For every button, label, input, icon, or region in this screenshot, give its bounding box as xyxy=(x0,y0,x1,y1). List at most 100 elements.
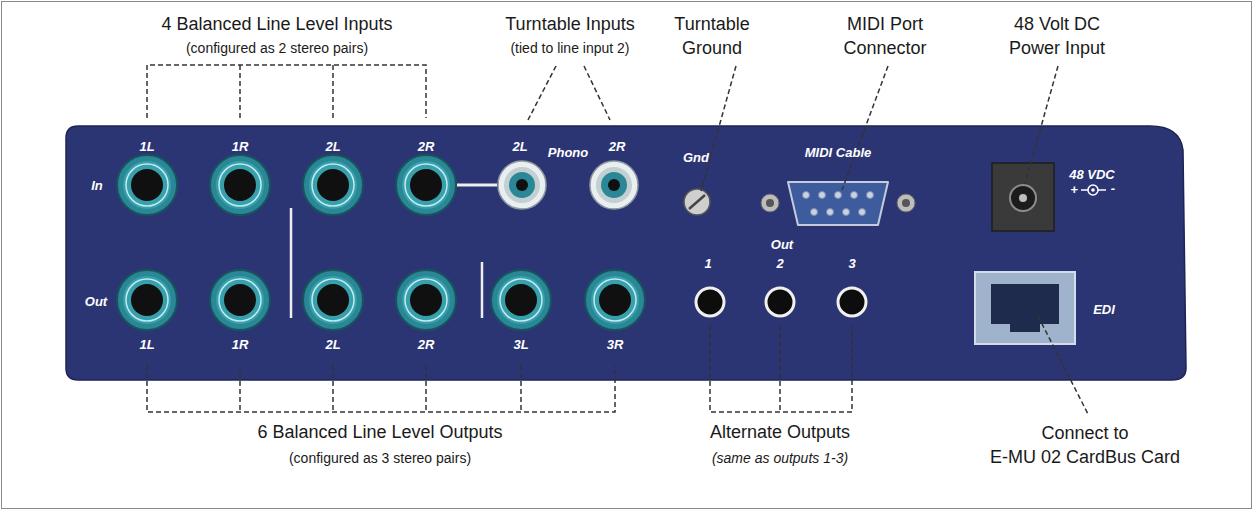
edi-port xyxy=(991,284,1059,324)
panel-label: 3L xyxy=(513,336,528,354)
power-jack-housing xyxy=(992,163,1054,231)
panel-label: Gnd xyxy=(683,149,709,167)
rear-panel-node: 1L1R2L2RIn2LPhono2RGndMIDI Cable48 VDC+-… xyxy=(66,126,1186,380)
leader-line xyxy=(528,66,1088,414)
panel-label: 48 VDC xyxy=(1069,166,1115,184)
connector-screw xyxy=(761,194,779,212)
leader-line xyxy=(528,66,556,120)
leader-line xyxy=(701,66,736,191)
phono-jack xyxy=(498,161,546,209)
panel-label: Out xyxy=(85,293,107,311)
callout-label: MIDI Port Connector xyxy=(843,12,926,61)
polarity-symbol xyxy=(1081,189,1088,191)
output-jack xyxy=(491,270,551,330)
dashed-bracket xyxy=(147,365,615,412)
callout-label: (tied to line input 2) xyxy=(510,39,629,58)
panel-label: 1L xyxy=(139,336,154,354)
panel-label: 1R xyxy=(232,336,249,354)
connector-screw xyxy=(902,199,910,207)
screw-slot xyxy=(689,195,705,209)
panel-label: 3R xyxy=(607,336,624,354)
text-line: Turntable xyxy=(674,12,749,36)
leader-line xyxy=(1038,316,1088,414)
output-jack xyxy=(303,270,363,330)
output-jack xyxy=(396,270,456,330)
input-jack xyxy=(210,155,270,215)
panel-label: Phono xyxy=(548,144,588,162)
midi-connector xyxy=(788,182,888,225)
output-jack xyxy=(117,270,177,330)
pin xyxy=(835,192,842,199)
mini-jack xyxy=(838,288,866,316)
ground-screw xyxy=(684,189,710,215)
panel-label: MIDI Cable xyxy=(805,144,871,162)
output-jack xyxy=(585,270,645,330)
output-jack xyxy=(210,270,270,330)
callout-label: Turntable Ground xyxy=(674,12,749,61)
connector-screw xyxy=(897,194,915,212)
divider-line xyxy=(290,208,293,318)
text-line: Ground xyxy=(674,36,749,60)
panel-label: Out xyxy=(771,236,793,254)
panel-label: 2 xyxy=(776,255,783,273)
polarity-symbol xyxy=(1091,188,1095,192)
dashed-bracket xyxy=(147,65,852,412)
rear-panel xyxy=(66,126,1186,380)
callout-label: Alternate Outputs xyxy=(710,420,850,444)
tie-line xyxy=(457,184,497,187)
text-line: MIDI Port xyxy=(843,12,926,36)
mini-jack xyxy=(766,288,794,316)
panel-label: 1L xyxy=(139,138,154,156)
leader-line xyxy=(1025,66,1058,184)
callout-label: 48 Volt DC Power Input xyxy=(1009,12,1105,61)
callout-label: Connect to E-MU 02 CardBus Card xyxy=(990,421,1180,470)
text-line: Connect to xyxy=(990,421,1180,445)
text-line: E-MU 02 CardBus Card xyxy=(990,445,1180,469)
power-jack xyxy=(1010,185,1036,211)
edi-port xyxy=(1010,322,1040,332)
callout-label: (configured as 2 stereo pairs) xyxy=(186,39,368,58)
panel-label: EDI xyxy=(1093,301,1115,319)
input-jack xyxy=(303,155,363,215)
polarity-symbol xyxy=(1088,185,1098,195)
pin xyxy=(811,209,818,216)
panel-label: 1 xyxy=(704,255,711,273)
panel-label: + xyxy=(1070,181,1078,199)
pin xyxy=(859,209,866,216)
pin xyxy=(819,192,826,199)
leader-line xyxy=(842,66,888,190)
input-jack xyxy=(117,155,177,215)
pin xyxy=(843,209,850,216)
connector-pins xyxy=(803,192,874,216)
callout-label: 4 Balanced Line Level Inputs xyxy=(161,12,392,36)
panel-label: 1R xyxy=(232,138,249,156)
callout-label: Turntable Inputs xyxy=(505,12,634,36)
panel-label: 2L xyxy=(512,138,527,156)
mini-jack xyxy=(696,288,724,316)
power-pin xyxy=(1019,194,1027,202)
callout-label: (configured as 3 stereo pairs) xyxy=(289,449,471,468)
panel-label: 2R xyxy=(609,138,626,156)
leader-line xyxy=(584,66,610,120)
pin xyxy=(851,192,858,199)
edi-housing xyxy=(975,272,1075,344)
panel-label: 2L xyxy=(325,336,340,354)
panel-label: 3 xyxy=(848,255,855,273)
panel-label: 2R xyxy=(418,138,435,156)
panel-label: In xyxy=(91,177,103,195)
connector-screw xyxy=(766,199,774,207)
text-line: Connector xyxy=(843,36,926,60)
polarity-symbol xyxy=(1098,189,1106,191)
panel-label: 2R xyxy=(418,336,435,354)
pin xyxy=(827,209,834,216)
panel-label: 2L xyxy=(325,138,340,156)
pin xyxy=(803,192,810,199)
callout-label: 6 Balanced Line Level Outputs xyxy=(257,420,502,444)
text-line: 48 Volt DC xyxy=(1009,12,1105,36)
text-line: Power Input xyxy=(1009,36,1105,60)
input-jack xyxy=(396,155,456,215)
dashed-bracket xyxy=(147,65,426,118)
callout-label: (same as outputs 1-3) xyxy=(712,449,848,468)
